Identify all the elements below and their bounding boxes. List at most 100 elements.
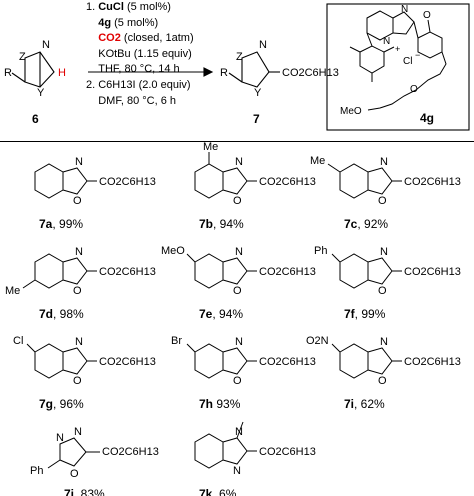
product-caption: 7i, 62% — [344, 397, 385, 411]
substituent-me: Me — [310, 155, 325, 167]
ester-label: CO2C6H13 — [404, 266, 461, 278]
catalyst-counterion: Cl — [403, 56, 412, 67]
substituent-meo: MeO — [161, 245, 185, 257]
atom-n: N — [75, 246, 83, 258]
product-caption: 7g, 96% — [39, 397, 84, 411]
reaction-scheme: Z N Y R H Z N Y R CO2C6H13 6 7 N N + Cl … — [4, 3, 470, 131]
product-caption: 7j, 83% — [64, 487, 105, 496]
reagent-hexyl-iodide: 2. C6H13I (2.0 equiv) — [86, 79, 191, 91]
catalyst-atom-n2: N — [383, 36, 390, 47]
product-caption: 7a, 99% — [39, 217, 83, 231]
catalyst-charge-minus: − — [415, 50, 420, 60]
product-yield: , 92% — [357, 217, 388, 231]
product-id: 7e — [199, 307, 213, 321]
atom-o: O — [233, 195, 242, 207]
ester-label: CO2C6H13 — [99, 266, 156, 278]
product-yield: , 94% — [213, 217, 244, 231]
product-7j — [47, 437, 100, 469]
product-7i — [331, 343, 402, 379]
catalyst-structure — [349, 10, 447, 111]
ester-label: CO2C6H13 — [259, 356, 316, 368]
product-7b — [194, 152, 257, 199]
product-7d — [22, 253, 97, 289]
product-7h — [186, 343, 257, 379]
catalyst-label: 4g — [420, 111, 434, 125]
product-atom-n: N — [259, 39, 267, 51]
atom-n: N — [380, 246, 388, 258]
ester-label: CO2C6H13 — [102, 446, 159, 458]
atom-o: O — [378, 285, 387, 297]
product-id: 7b — [199, 217, 213, 231]
product-caption: 7h 93% — [199, 397, 241, 411]
substituent-me: Me — [5, 285, 20, 297]
product-ring — [241, 51, 270, 88]
ester-label: CO2C6H13 — [259, 266, 316, 278]
atom-r: R — [4, 67, 12, 79]
catalyst-meo: MeO — [340, 106, 362, 117]
ester-label: CO2C6H13 — [404, 176, 461, 188]
product-id: 7f — [344, 307, 356, 321]
atom-o: O — [233, 375, 242, 387]
ester-label: CO2C6H13 — [259, 176, 316, 188]
atom-o: O — [73, 375, 82, 387]
substituent-br: Br — [171, 335, 182, 347]
substrate-number: 6 — [32, 112, 39, 126]
solvent-step2: DMF, 80 °C, 6 h — [98, 94, 176, 107]
product-7f — [331, 253, 402, 289]
atom-o: O — [233, 285, 242, 297]
ester-label: CO2C6H13 — [99, 356, 156, 368]
product-yield: 93% — [213, 397, 241, 411]
conditions-step2: 2. C6H13I (2.0 equiv) DMF, 80 °C, 6 h — [86, 78, 191, 109]
product-id: 7a — [39, 217, 53, 231]
atom-o: O — [73, 195, 82, 207]
atom-o: O — [378, 195, 387, 207]
atom-n: N — [233, 465, 241, 477]
product-yield: , 99% — [52, 217, 83, 231]
product-number: 7 — [253, 112, 260, 126]
product-yield: , 96% — [53, 397, 84, 411]
product-id: 7j — [64, 487, 74, 496]
ester-label: CO2C6H13 — [404, 356, 461, 368]
product-id: 7c — [344, 217, 358, 231]
solvent-step1: THF, 80 °C, 14 h — [98, 63, 180, 75]
atom-n: N — [235, 426, 243, 438]
product-yield: , 94% — [212, 307, 243, 321]
atom-o: O — [70, 468, 79, 480]
product-atom-y: Y — [254, 87, 262, 99]
product-caption: 7e, 94% — [199, 307, 243, 321]
product-caption: 7b, 94% — [199, 217, 244, 231]
ester-label: CO2C6H13 — [259, 446, 316, 458]
reagent-kotbu: KOtBu (1.15 equiv) — [98, 47, 192, 60]
product-caption: 7f, 99% — [344, 307, 386, 321]
atom-n: N — [235, 246, 243, 258]
product-7a — [34, 163, 97, 199]
substrate-r-bond — [11, 72, 26, 83]
catalyst-atom-n1: N — [401, 4, 408, 15]
catalyst-atom-o2: O — [410, 84, 418, 95]
atom-n: N — [56, 432, 64, 444]
product-atom-r: R — [220, 67, 228, 79]
product-yield: , 99% — [355, 307, 386, 321]
product-atom-z: Z — [236, 51, 243, 63]
catalyst-charge-plus: + — [395, 44, 400, 54]
atom-h: H — [58, 67, 66, 79]
substituent-no2: O2N — [306, 335, 329, 347]
product-caption: 7c, 92% — [344, 217, 388, 231]
atom-n: N — [75, 156, 83, 168]
atom-z: Z — [19, 51, 26, 63]
substituent-ph: Ph — [30, 465, 43, 477]
reagent-co2: CO2 — [98, 32, 121, 44]
product-id: 7g — [39, 397, 53, 411]
product-yield: , 62% — [354, 397, 385, 411]
atom-y: Y — [37, 87, 45, 99]
product-yield: , 83% — [74, 487, 105, 496]
product-id: 7h — [199, 397, 213, 411]
atom-n: N — [380, 336, 388, 348]
substituent-cl: Cl — [13, 335, 23, 347]
substrate-ring — [24, 51, 55, 88]
atom-n: N — [235, 336, 243, 348]
atom-n: N — [235, 156, 243, 168]
product-7g — [26, 343, 97, 379]
product-7k — [194, 421, 257, 469]
product-id: 7i — [344, 397, 354, 411]
